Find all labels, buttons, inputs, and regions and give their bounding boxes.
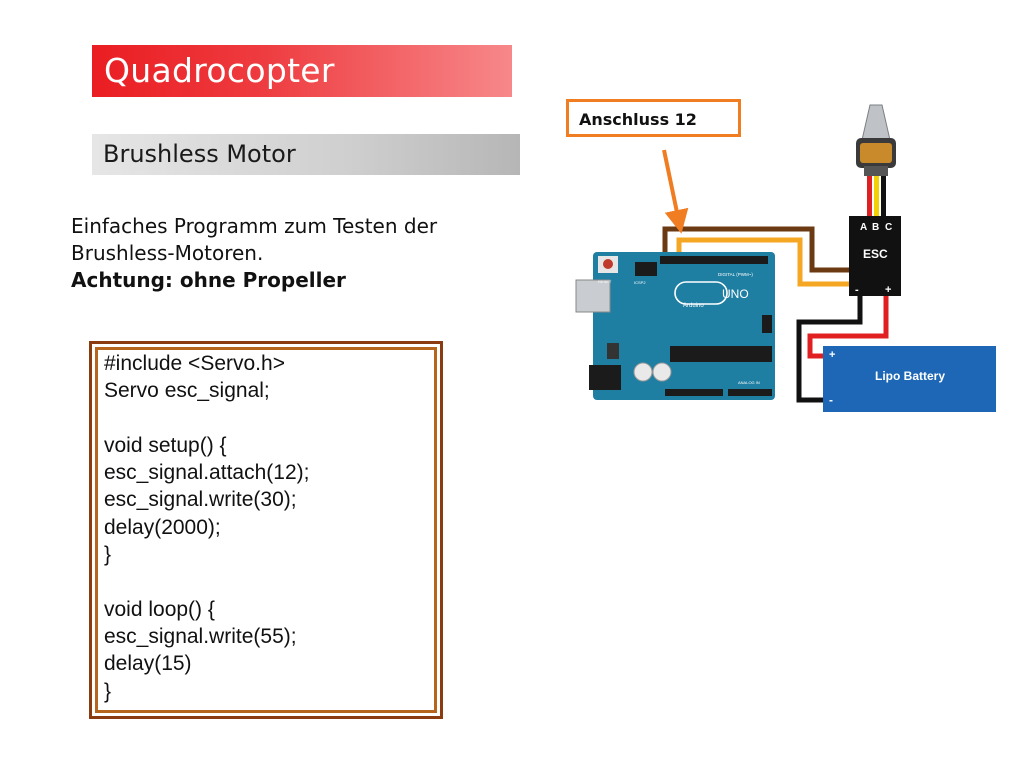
code-line: [104, 568, 309, 595]
code-line: Servo esc_signal;: [104, 379, 270, 403]
arduino-board: RESET ICSP2 DIGITAL (PWM~) UNO Arduino A…: [575, 252, 775, 400]
wire-signal: [676, 237, 849, 287]
wire-battery-plus: [807, 296, 889, 359]
slide-subtitle: Brushless Motor: [103, 140, 296, 168]
esc-pin-c: C: [885, 222, 892, 233]
battery-label: Lipo Battery: [875, 369, 945, 383]
callout-label: Anschluss 12: [579, 110, 697, 129]
esc-plus: +: [885, 284, 891, 296]
callout-arrow-icon: [662, 149, 689, 234]
code-line: void loop() {: [104, 597, 215, 621]
intro-line-2: Brushless-Motoren.: [71, 241, 264, 265]
lipo-battery: Lipo Battery + -: [823, 346, 996, 412]
motor-wire-yellow: [874, 176, 879, 218]
code-line: delay(2000);: [104, 515, 221, 539]
esc-minus: -: [855, 284, 859, 296]
arduino-icsp-label: ICSP2: [634, 280, 646, 285]
warning-text: Achtung: ohne Propeller: [71, 268, 346, 292]
title-banner: Quadrocopter: [92, 45, 512, 97]
esc-module: A B C ESC - +: [849, 216, 901, 296]
wire-ground-signal: [662, 226, 849, 273]
code-line: esc_signal.write(30);: [104, 488, 297, 512]
esc-pin-a: A: [860, 222, 867, 233]
code-line: esc_signal.attach(12);: [104, 461, 310, 485]
arduino-logo-text: UNO: [722, 287, 749, 301]
arduino-analog-label: ANALOG IN: [738, 380, 760, 385]
motor-wire-red: [867, 176, 872, 218]
code-line: }: [104, 679, 112, 703]
intro-text: Einfaches Programm zum Testen der Brushl…: [71, 213, 511, 294]
callout-box: Anschluss 12: [566, 99, 741, 137]
esc-pin-b: B: [872, 222, 879, 233]
esc-label: ESC: [863, 247, 888, 261]
code-line: #include <Servo.h>: [104, 352, 285, 375]
slide-title: Quadrocopter: [104, 51, 335, 90]
code-line: void setup() {: [104, 433, 227, 457]
arduino-reset-label: RESET: [598, 279, 612, 284]
code-box: #include <Servo.h> Servo esc_signal; voi…: [89, 341, 443, 719]
intro-line-1: Einfaches Programm zum Testen der: [71, 214, 438, 238]
code-line: [104, 405, 309, 432]
arduino-digital-label: DIGITAL (PWM~): [718, 272, 753, 277]
code-line: esc_signal.write(55);: [104, 624, 297, 648]
battery-minus: -: [829, 393, 833, 407]
arduino-brand-text: Arduino: [683, 303, 704, 309]
code-line: delay(15): [104, 652, 192, 676]
motor-wire-black: [881, 176, 886, 218]
battery-plus: +: [829, 349, 835, 361]
subtitle-banner: Brushless Motor: [92, 134, 520, 175]
wiring-diagram: A B C ESC - + Lipo Battery + - RESET ICS…: [575, 104, 996, 412]
motor-icon: [856, 104, 896, 176]
code-line: }: [104, 543, 112, 567]
wire-battery-minus: [796, 296, 863, 403]
code-listing: #include <Servo.h> Servo esc_signal; voi…: [104, 350, 309, 705]
